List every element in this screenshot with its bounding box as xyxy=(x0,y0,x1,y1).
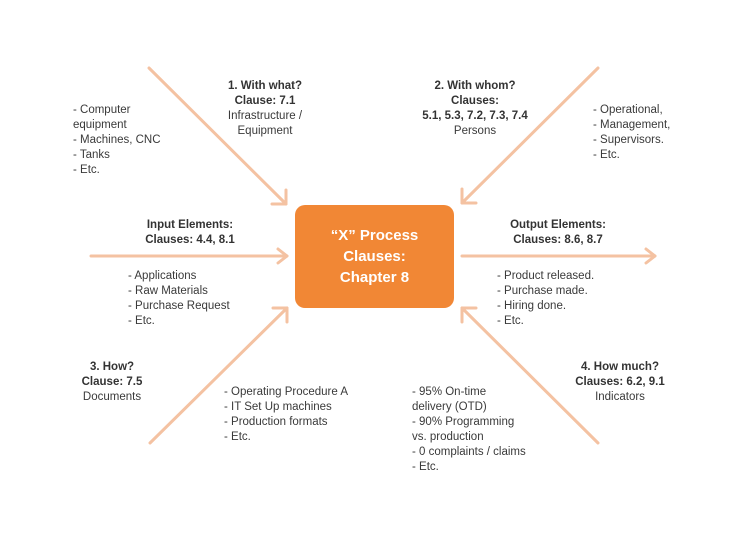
list-item: - Purchase Request xyxy=(128,300,230,312)
list-item: - Production formats xyxy=(224,416,328,428)
how-much-label: 4. How much? Clauses: 6.2, 9.1 Indicator… xyxy=(560,360,680,405)
arrow-with-what xyxy=(147,66,288,206)
process-title: “X” Process xyxy=(330,227,419,244)
how-title: 3. How? xyxy=(89,361,135,373)
output-title: Output Elements: xyxy=(510,219,606,231)
input-label: Input Elements: Clauses: 4.4, 8.1 xyxy=(120,218,260,248)
list-item: - IT Set Up machines xyxy=(224,401,332,413)
list-item: vs. production xyxy=(412,431,484,443)
list-item: - Machines, CNC xyxy=(73,134,161,146)
list-item: - Supervisors. xyxy=(593,134,664,146)
how-much-title: 4. How much? xyxy=(581,361,659,373)
list-item: - Applications xyxy=(128,270,197,282)
output-clauses: Clauses: 8.6, 8.7 xyxy=(513,234,603,246)
process-box: “X” Process Clauses: Chapter 8 xyxy=(295,205,454,308)
list-item: - Raw Materials xyxy=(128,285,208,297)
list-item: - Computer xyxy=(73,104,131,116)
how-label: 3. How? Clause: 7.5 Documents xyxy=(62,360,162,405)
list-item: - Tanks xyxy=(73,149,110,161)
list-item: delivery (OTD) xyxy=(412,401,487,413)
list-item: - Purchase made. xyxy=(497,285,588,297)
list-item: - Etc. xyxy=(128,315,155,327)
how-desc: Documents xyxy=(82,391,142,403)
with-whom-clause-label: Clauses: xyxy=(451,95,499,107)
list-item: - Operational, xyxy=(593,104,663,116)
input-list: - Applications - Raw Materials - Purchas… xyxy=(128,269,230,329)
with-what-desc-2: Equipment xyxy=(237,125,293,137)
with-whom-clauses: 5.1, 5.3, 7.2, 7.3, 7.4 xyxy=(422,110,528,122)
arrow-output xyxy=(460,247,657,265)
how-much-clause: Clauses: 6.2, 9.1 xyxy=(575,376,665,388)
with-whom-desc: Persons xyxy=(453,125,497,137)
list-item: - Hiring done. xyxy=(497,300,567,312)
arrow-how xyxy=(148,306,289,445)
list-item: - Etc. xyxy=(412,461,439,473)
list-item: equipment xyxy=(73,119,127,131)
documents-list: - Operating Procedure A - IT Set Up mach… xyxy=(224,385,348,445)
arrow-how-much xyxy=(460,306,600,445)
list-item: - 0 complaints / claims xyxy=(412,446,526,458)
list-item: - Etc. xyxy=(497,315,524,327)
arrow-input xyxy=(89,247,289,265)
with-what-label: 1. With what? Clause: 7.1 Infrastructure… xyxy=(205,79,325,139)
list-item: - Etc. xyxy=(73,164,100,176)
input-title: Input Elements: xyxy=(146,219,234,231)
how-much-desc: Indicators xyxy=(595,391,645,403)
how-clause: Clause: 7.5 xyxy=(81,376,143,388)
output-list: - Product released. - Purchase made. - H… xyxy=(497,269,594,329)
persons-list: - Operational, - Management, - Superviso… xyxy=(593,103,670,163)
with-whom-label: 2. With whom? Clauses: 5.1, 5.3, 7.2, 7.… xyxy=(405,79,545,139)
process-clauses-label: Clauses: xyxy=(343,248,406,265)
list-item: - 95% On-time xyxy=(412,386,487,398)
list-item: - Etc. xyxy=(224,431,251,443)
with-what-desc-1: Infrastructure / xyxy=(227,110,303,122)
equipment-list: - Computer equipment - Machines, CNC - T… xyxy=(73,103,161,178)
arrow-with-whom xyxy=(460,66,600,205)
with-whom-title: 2. With whom? xyxy=(434,80,516,92)
list-item: - Product released. xyxy=(497,270,595,282)
list-item: - Management, xyxy=(593,119,671,131)
with-what-title: 1. With what? xyxy=(227,80,302,92)
indicators-list: - 95% On-time delivery (OTD) - 90% Progr… xyxy=(412,385,526,475)
list-item: - Operating Procedure A xyxy=(224,386,349,398)
list-item: - 90% Programming xyxy=(412,416,515,428)
input-clauses: Clauses: 4.4, 8.1 xyxy=(145,234,235,246)
list-item: - Etc. xyxy=(593,149,620,161)
with-what-clause: Clause: 7.1 xyxy=(234,95,296,107)
output-label: Output Elements: Clauses: 8.6, 8.7 xyxy=(488,218,628,248)
process-chapter: Chapter 8 xyxy=(339,269,410,286)
